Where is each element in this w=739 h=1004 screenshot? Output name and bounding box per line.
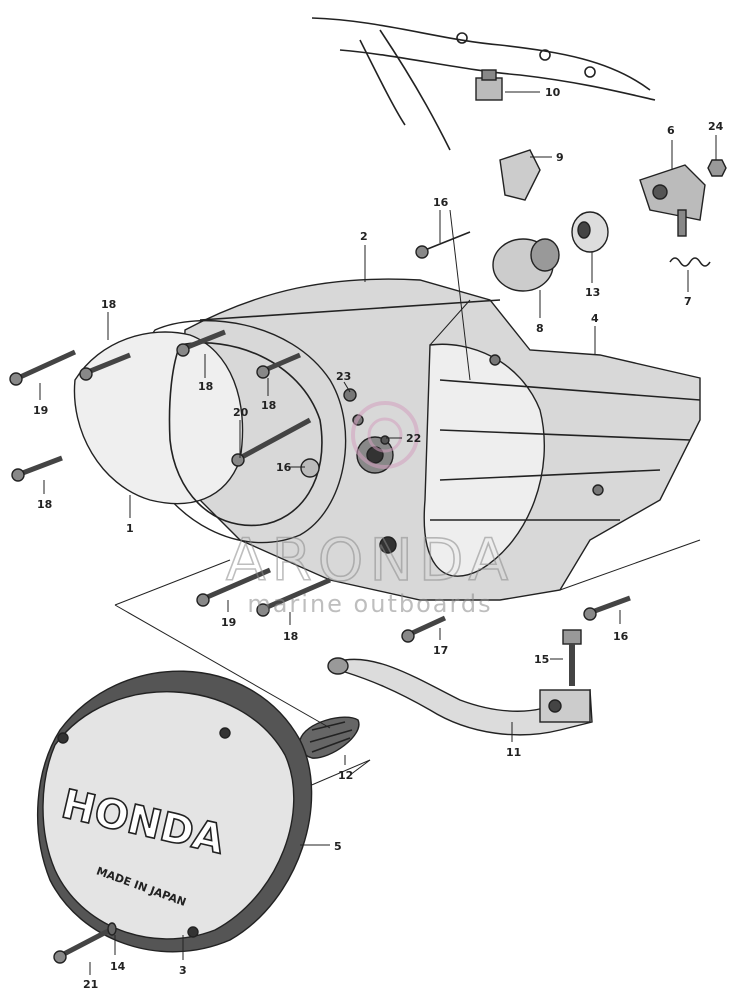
part-10-clamp: [475, 69, 503, 101]
part-13-bushing: [571, 211, 609, 253]
callout-15: 15: [534, 653, 549, 666]
callouts: 10 9 6 24 16 2 13 7 8 4 18 19 18 18 23 2…: [33, 86, 724, 991]
callout-3: 3: [179, 964, 187, 977]
part-24-nut: [707, 159, 727, 177]
bolts-left-group: [9, 329, 631, 643]
part-15-pinch-bolt: [562, 629, 582, 686]
frame-tube: [311, 17, 656, 151]
part-1-gasket-inner: [168, 342, 323, 527]
callout-7: 7: [684, 295, 692, 308]
part-9-fork: [499, 149, 541, 201]
callout-2: 2: [360, 230, 368, 243]
part-6-stopper: [639, 164, 706, 237]
callout-11: 11: [506, 746, 521, 759]
callout-18-c: 18: [261, 399, 276, 412]
part-2-4-left-crankcase-cover: [179, 278, 701, 601]
callout-23: 23: [336, 370, 351, 383]
callout-5: 5: [334, 840, 342, 853]
callout-19-b: 19: [221, 616, 236, 629]
callout-22: 22: [406, 432, 421, 445]
callout-10: 10: [545, 86, 561, 99]
watermark-tagline: marine outboards: [247, 590, 492, 618]
callout-24: 24: [708, 120, 724, 133]
callout-4: 4: [591, 312, 599, 325]
part-16-bolt-upper: [415, 231, 471, 259]
callout-12: 12: [338, 769, 353, 782]
callout-18-e: 18: [283, 630, 298, 643]
callout-18-b: 18: [198, 380, 213, 393]
callout-20: 20: [233, 406, 249, 419]
callout-18-a: 18: [101, 298, 116, 311]
watermark-brand: ARONDA: [226, 526, 514, 594]
callout-19-a: 19: [33, 404, 48, 417]
watermark: ARONDA marine outboards: [225, 401, 514, 618]
part-21-14-cover-screw: [53, 922, 117, 964]
part-7-spring: [669, 257, 711, 267]
callout-1: 1: [126, 522, 134, 535]
part-12-rubber: [298, 716, 360, 759]
callout-8: 8: [536, 322, 544, 335]
guide-lines: [114, 209, 701, 791]
part-11-gear-shift-pedal: [327, 657, 593, 736]
callout-16-lower: 16: [613, 630, 629, 643]
callout-16-mid: 16: [276, 461, 292, 474]
part-8-gear: [492, 238, 560, 292]
callout-9: 9: [556, 151, 564, 164]
callout-17: 17: [433, 644, 448, 657]
part-5-crankcase-outer-cover: [37, 670, 313, 953]
callout-14: 14: [110, 960, 126, 973]
callout-6: 6: [667, 124, 675, 137]
callout-21: 21: [83, 978, 98, 991]
callout-18-d: 18: [37, 498, 52, 511]
callout-16-upper: 16: [433, 196, 449, 209]
callout-13: 13: [585, 286, 600, 299]
